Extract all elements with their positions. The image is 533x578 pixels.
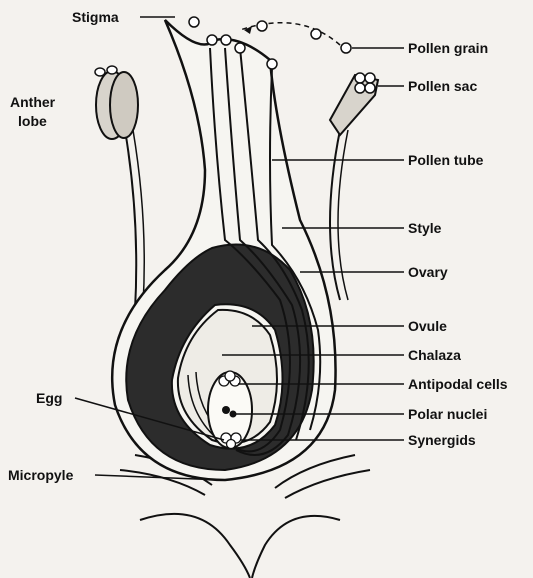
label-polar-nuclei: Polar nuclei xyxy=(408,406,487,422)
label-synergids: Synergids xyxy=(408,432,476,448)
label-ovule: Ovule xyxy=(408,318,447,334)
label-pollen-sac: Pollen sac xyxy=(408,78,477,94)
label-egg: Egg xyxy=(36,390,62,406)
label-pollen-tube: Pollen tube xyxy=(408,152,484,168)
label-antipodal-cells: Antipodal cells xyxy=(408,376,508,392)
label-ovary: Ovary xyxy=(408,264,448,280)
label-style: Style xyxy=(408,220,442,236)
pollen-grain-path xyxy=(240,21,351,53)
right-stamen xyxy=(330,73,378,300)
label-anther-lobe-line1: Anther xyxy=(10,94,56,110)
label-stigma: Stigma xyxy=(72,9,119,25)
left-stamen xyxy=(95,66,144,310)
label-anther-lobe-line2: lobe xyxy=(18,113,47,129)
label-micropyle: Micropyle xyxy=(8,467,74,483)
label-pollen-grain: Pollen grain xyxy=(408,40,488,56)
pistil-wall xyxy=(112,20,335,480)
label-chalaza: Chalaza xyxy=(408,347,461,363)
